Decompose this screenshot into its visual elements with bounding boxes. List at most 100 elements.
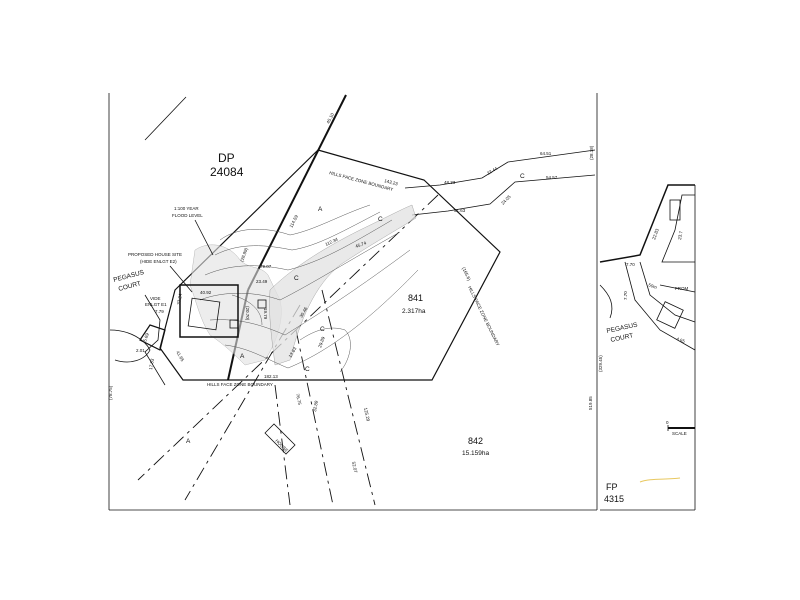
contour-7 — [299, 327, 351, 373]
fp-label: FP — [606, 482, 618, 492]
dim-36: 22.83 — [651, 228, 660, 241]
fp-road-edge-1 — [624, 261, 696, 351]
dim-10: 51.63 — [454, 208, 466, 213]
easement-c-1: C — [520, 173, 525, 180]
dim-7: (28.18) — [589, 145, 594, 160]
contour-3 — [204, 219, 393, 276]
dim-20: 30.46 — [299, 306, 309, 319]
lot-boundary-north — [247, 94, 347, 291]
dim-41: 50m — [648, 282, 658, 290]
contour-5 — [209, 249, 411, 336]
easement-a-3: A — [186, 438, 191, 445]
easement-c-5: C — [305, 366, 310, 373]
hills-face-boundary-dashed-2 — [321, 289, 376, 506]
dp-boundary-stub — [144, 96, 187, 141]
dim-9: 24.05 — [500, 194, 512, 206]
house-842-outline — [264, 423, 296, 455]
dim-37: 23.7 — [677, 230, 684, 240]
lot-841-label: 841 — [408, 293, 423, 303]
lot-842-label: 842 — [468, 436, 483, 446]
dim-25: 76.75 — [295, 393, 302, 406]
dim-11: 112.34 — [324, 236, 339, 246]
dim-6: 64.51 — [540, 151, 552, 156]
scale-zero: 0 — [666, 420, 669, 425]
easement-line-lower — [411, 174, 596, 216]
pegasus-court-road-right — [599, 284, 613, 319]
dim-31: 41.65 — [175, 350, 185, 363]
pegasus-court-right-2: COURT — [610, 332, 634, 344]
fp-boundary-b — [661, 194, 695, 263]
dim-40: 4.65 — [676, 336, 686, 344]
dim-33: 2.01 — [136, 348, 145, 353]
dim-16: 23.49 — [256, 279, 268, 284]
hills-face-boundary-dashed-3 — [295, 329, 334, 506]
dim-23: 33.24 — [176, 293, 183, 305]
fp-building-1 — [669, 199, 681, 221]
small-structure — [229, 319, 239, 329]
dim-12: 45.74 — [355, 240, 368, 249]
flood-level-label-2: FLOOD LEVEL — [172, 213, 203, 218]
dim-39: 7.70 — [623, 291, 628, 300]
dim-1: 45.10 — [325, 112, 335, 125]
creek-hatch — [269, 204, 417, 366]
dim-19: 19.79 — [263, 308, 268, 320]
dim-24: 182.13 — [264, 374, 278, 379]
lot-841-boundary — [159, 149, 501, 381]
contour-4 — [199, 231, 401, 301]
fp-boundary-a — [599, 184, 695, 263]
vide-value: 7.79 — [155, 309, 164, 314]
house-site-leader — [169, 265, 193, 293]
dim-4: 48.33 — [444, 180, 456, 185]
contour-1 — [219, 204, 371, 241]
dp-label: DP — [218, 151, 235, 165]
easement-c-4: C — [320, 326, 325, 333]
small-structure-2 — [257, 299, 267, 309]
boundary-label-2: HILLS FACE ZONE BOUNDARY — [467, 285, 500, 346]
dim-38: 7.70 — [626, 262, 635, 267]
dim-32: 17.33 — [148, 358, 155, 370]
house-site-label-2: (HIDE ENLGT E2) — [140, 259, 177, 264]
dim-22: 13.83 — [288, 346, 298, 359]
proposed-house-site — [179, 284, 239, 338]
dim-27: 125.29 — [363, 407, 371, 422]
fp-building-2 — [656, 301, 684, 329]
dim-29: (78.75) — [108, 385, 113, 400]
lot-842-area: 15.159ha — [462, 450, 489, 457]
dim-3: 143.23 — [384, 178, 399, 187]
easement-c-2: C — [378, 216, 383, 223]
contour-2 — [214, 211, 381, 256]
pegasus-court-road-left — [109, 329, 151, 363]
house-footprint — [187, 297, 221, 331]
dim-8: 54.57 — [546, 175, 558, 180]
hills-face-boundary-dashed-5 — [274, 384, 291, 506]
easement-a-2: A — [240, 353, 245, 360]
dim-21: 29.89 — [317, 336, 326, 349]
dim-30: 5.69 — [142, 332, 150, 342]
house-site-label-1: PROPOSED HOUSE SITE — [128, 252, 182, 257]
vide-label-2: ENLGT E1 — [145, 302, 167, 307]
hills-face-boundary-dashed-1 — [137, 194, 439, 481]
dim-26: 32.89 — [312, 400, 319, 412]
scale-label: SCALE — [672, 431, 687, 436]
pegasus-court-kerb — [139, 324, 166, 351]
highlight-mark — [639, 477, 681, 483]
easement-line-upper — [404, 149, 596, 189]
flood-leader — [194, 219, 214, 256]
fp-road-edge-2 — [639, 261, 696, 323]
fp-dim-line — [659, 284, 696, 293]
pegasus-court-right-1: PEGASUS — [606, 321, 639, 335]
dim-18: (20.70) — [245, 306, 250, 321]
dim-17: 40.92 — [200, 290, 212, 295]
lot-841-area: 2.317ha — [402, 308, 426, 315]
dim-2: 114.59 — [288, 214, 299, 229]
vide-label-1: VIDE — [150, 296, 161, 301]
dim-15: (26.89) — [239, 247, 249, 263]
dim-28: 52.07 — [351, 461, 358, 474]
boundary-label-3: HILLS FACE ZONE BOUNDARY — [207, 382, 273, 387]
dp-number: 24084 — [210, 165, 244, 179]
from-label: FROM — [675, 286, 688, 291]
pegasus-court-left-2: COURT — [118, 280, 142, 293]
fp-number: 4315 — [604, 494, 624, 504]
pegasus-court-road-left-inner — [144, 294, 166, 386]
